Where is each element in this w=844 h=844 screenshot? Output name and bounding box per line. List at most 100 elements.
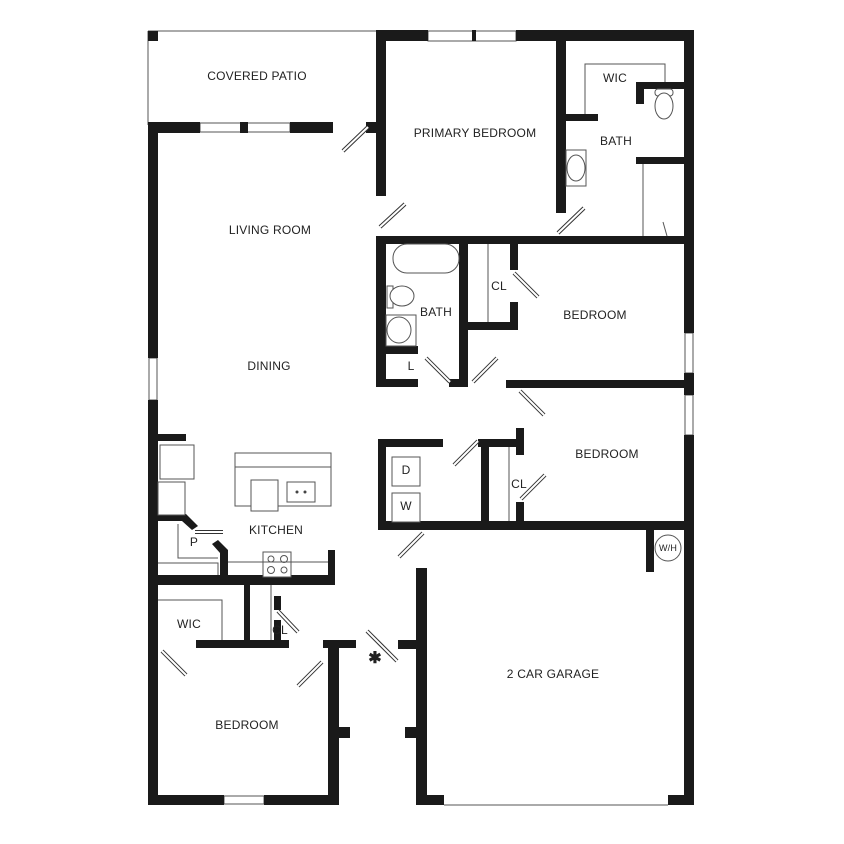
wall xyxy=(290,122,333,133)
washer-label: W xyxy=(400,499,412,513)
door-icon xyxy=(365,629,399,663)
room-label-primary-bath: BATH xyxy=(600,134,632,148)
range-stove-icon xyxy=(262,551,292,578)
bathtub-icon xyxy=(392,243,460,274)
door-icon xyxy=(341,125,370,153)
shower-head-icon xyxy=(662,221,668,237)
wall xyxy=(416,795,444,805)
room-label-linen: L xyxy=(407,359,415,373)
room-label-primary-wic: WIC xyxy=(603,71,627,85)
wall xyxy=(366,122,376,133)
wall xyxy=(668,795,694,805)
wall xyxy=(148,575,335,585)
wall xyxy=(148,122,200,133)
room-label-garage: 2 CAR GARAGE xyxy=(506,667,600,681)
wall xyxy=(328,550,335,585)
washer-icon xyxy=(391,492,421,523)
wall xyxy=(339,727,350,738)
room-label-bedroom: BEDROOM xyxy=(575,447,639,461)
room-label-wic: WIC xyxy=(177,617,201,631)
wall xyxy=(264,795,339,805)
room-label-hall-bath: BATH xyxy=(420,305,452,319)
room-label-closet: CL xyxy=(511,477,527,491)
wall xyxy=(274,620,281,645)
wall xyxy=(481,439,489,525)
wall xyxy=(398,640,420,649)
walls xyxy=(148,30,694,805)
wall xyxy=(148,122,158,358)
wall xyxy=(196,640,289,648)
wall xyxy=(516,30,694,41)
wall xyxy=(449,379,468,387)
wall xyxy=(376,236,694,244)
wall xyxy=(274,596,281,610)
room-label-closet: CL xyxy=(272,623,288,637)
wall xyxy=(506,380,694,388)
wall xyxy=(148,434,186,441)
room-label-bedroom: BEDROOM xyxy=(563,308,627,322)
wall xyxy=(240,122,248,133)
dryer-label: D xyxy=(401,463,411,477)
wall xyxy=(323,640,356,648)
room-label-pantry: P xyxy=(189,535,199,549)
sink-icon xyxy=(385,314,417,347)
sink-icon xyxy=(565,149,587,187)
door-icon xyxy=(471,356,499,384)
door-icon xyxy=(556,206,586,235)
wall xyxy=(378,439,386,530)
room-label-bedroom: BEDROOM xyxy=(215,718,279,732)
door-icon xyxy=(518,389,546,417)
wall xyxy=(148,31,158,41)
wall xyxy=(148,400,158,805)
wall xyxy=(148,795,224,805)
dryer-icon xyxy=(391,456,421,487)
wall xyxy=(472,30,476,41)
toilet-icon xyxy=(654,88,674,120)
wall xyxy=(378,521,694,530)
wall xyxy=(566,114,598,121)
wall xyxy=(405,727,416,738)
room-label-closet: CL xyxy=(491,279,507,293)
wall xyxy=(636,157,694,164)
wall xyxy=(636,82,694,89)
room-label-covered-patio: COVERED PATIO xyxy=(207,69,307,83)
fixtures xyxy=(157,88,682,578)
door-icon xyxy=(160,649,188,677)
room-label-kitchen: KITCHEN xyxy=(248,523,304,537)
door-icon xyxy=(378,202,407,229)
wall xyxy=(684,435,694,805)
wall xyxy=(376,236,386,387)
door-icon xyxy=(296,660,324,688)
water-heater-label: W/H xyxy=(658,543,678,553)
wall xyxy=(416,568,427,805)
room-label-dining: DINING xyxy=(247,359,291,373)
wall xyxy=(516,502,524,530)
wall xyxy=(556,41,566,213)
wall xyxy=(376,379,418,387)
counter-icon xyxy=(157,481,186,516)
wall xyxy=(328,640,339,805)
toilet-icon xyxy=(386,285,415,309)
water-heater-icon xyxy=(654,534,682,562)
room-label-living-room: LIVING ROOM xyxy=(228,223,312,237)
wall xyxy=(148,514,198,530)
refrigerator-icon xyxy=(159,444,195,480)
wall xyxy=(376,30,428,41)
door-icon xyxy=(424,356,452,384)
wall xyxy=(510,302,518,330)
kitchen-island-icon xyxy=(234,452,332,512)
door-icon xyxy=(512,271,540,299)
wall xyxy=(468,322,518,330)
wall xyxy=(244,585,250,643)
door-icon xyxy=(452,439,480,467)
door-icon xyxy=(397,531,425,559)
door-icon xyxy=(276,609,300,634)
wall xyxy=(459,243,468,387)
room-label-primary-bedroom: PRIMARY BEDROOM xyxy=(413,126,537,140)
wall xyxy=(636,82,644,104)
wall xyxy=(378,439,443,447)
wall xyxy=(478,439,522,447)
wall xyxy=(212,540,228,585)
doors xyxy=(160,125,586,688)
